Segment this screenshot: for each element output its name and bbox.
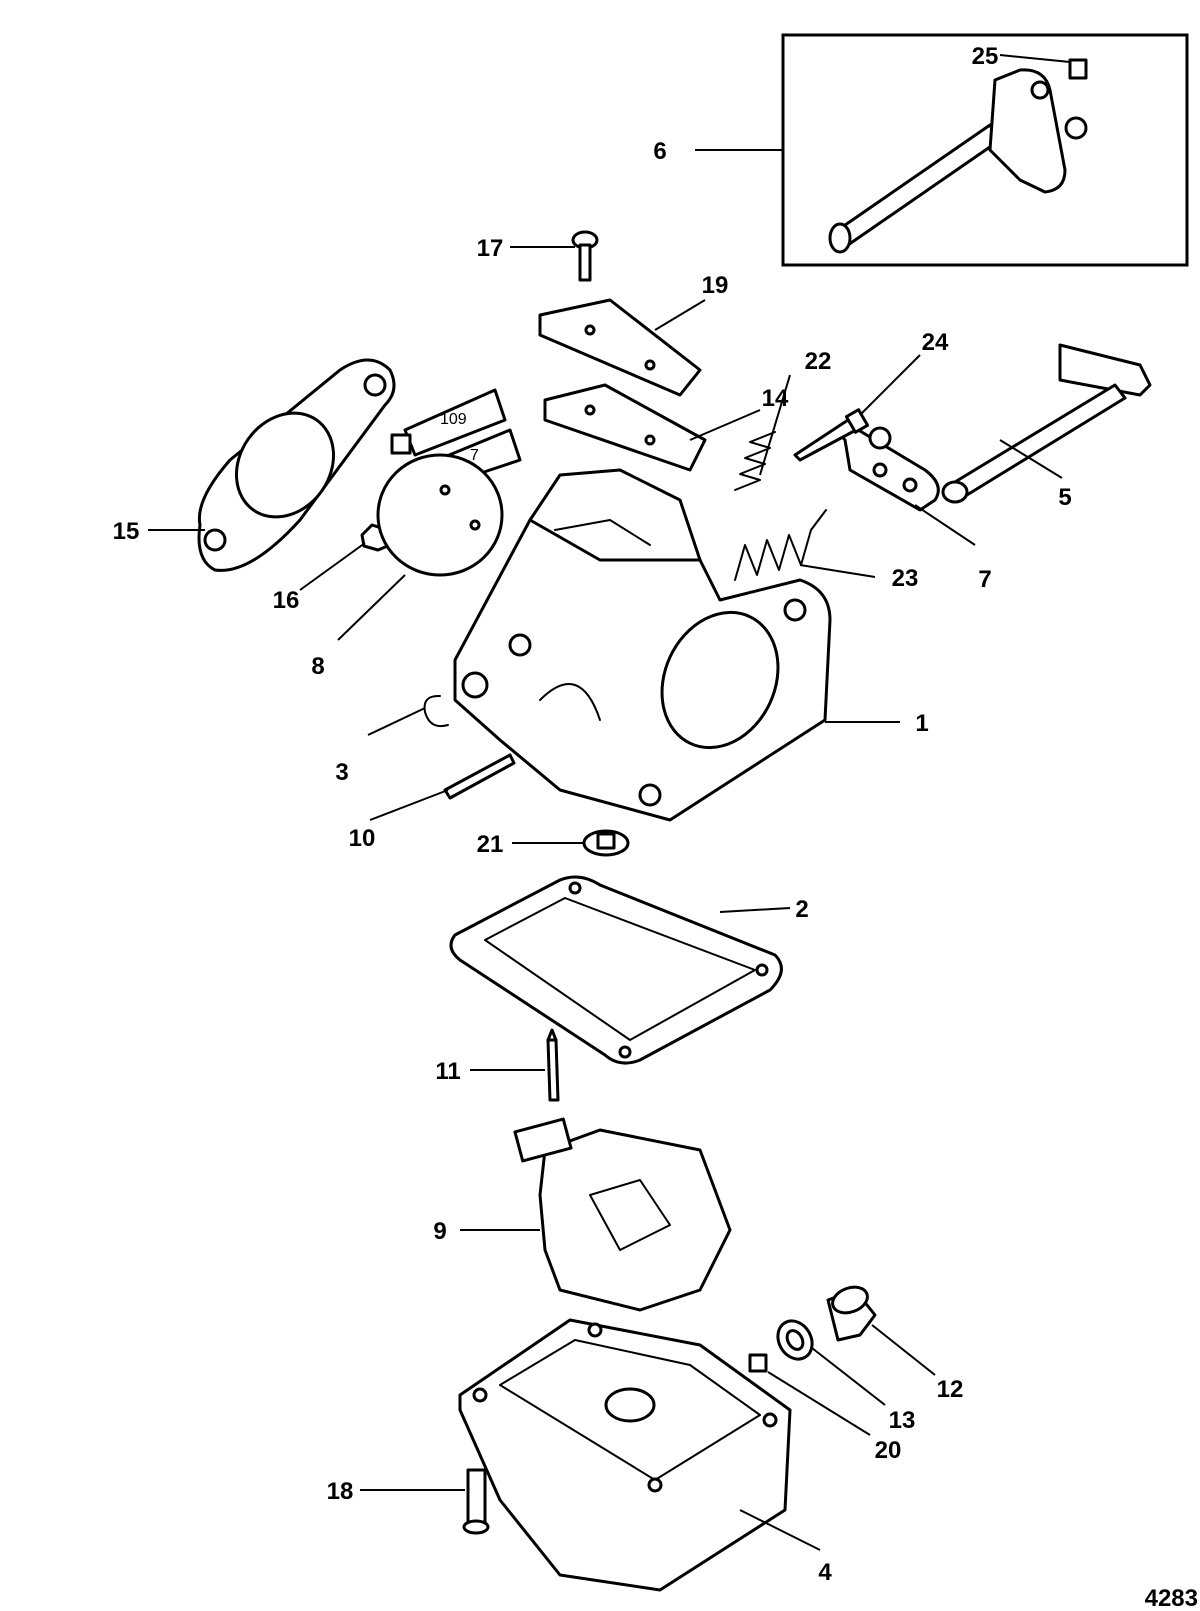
- leader-14: [689, 409, 761, 441]
- callout-19: 19: [702, 272, 729, 299]
- part-24-screw: [793, 408, 870, 462]
- callout-numbers: 1 2 3 4 5 6 7 8 9 10 11 12 13 14 15 16 1…: [113, 43, 1198, 1611]
- callout-9: 9: [433, 1218, 446, 1245]
- leader-19: [654, 299, 706, 331]
- leader-4: [739, 1509, 821, 1551]
- callout-23: 23: [892, 565, 919, 592]
- callout-4: 4: [818, 1559, 832, 1586]
- leader-23: [799, 564, 876, 578]
- callout-10: 10: [349, 825, 376, 852]
- callout-24: 24: [922, 329, 949, 356]
- callout-8: 8: [311, 653, 324, 680]
- part-7-lever: [839, 423, 940, 512]
- tube-109-label: 109: [440, 411, 467, 428]
- leader-5: [999, 439, 1063, 479]
- sealant-tube-109: 109: [390, 388, 507, 457]
- callout-5: 5: [1058, 484, 1071, 511]
- leader-7: [914, 504, 976, 546]
- tube-7-label: 7: [470, 447, 479, 464]
- part-2-gasket: [449, 875, 783, 1065]
- part-8-throttle-plate: [376, 453, 504, 577]
- callout-7: 7: [978, 566, 991, 593]
- callout-22: 22: [805, 348, 832, 375]
- part-13-washer: [776, 1319, 814, 1361]
- part-22-spring: [734, 431, 776, 491]
- callout-12: 12: [937, 1376, 964, 1403]
- figure-number: 4283: [1145, 1585, 1198, 1611]
- callout-2: 2: [795, 896, 808, 923]
- part-3-clip: [423, 694, 449, 728]
- callout-20: 20: [875, 1437, 902, 1464]
- callout-6: 6: [653, 138, 666, 165]
- callout-15: 15: [113, 518, 140, 545]
- callout-13: 13: [889, 1407, 916, 1434]
- callout-21: 21: [477, 831, 504, 858]
- part-14-plate: [543, 383, 707, 472]
- part-20-screw: [748, 1353, 768, 1373]
- part-18-bolt: [462, 1468, 490, 1535]
- leader-16: [299, 542, 366, 591]
- part-17-screw: [571, 230, 599, 282]
- part-15-gasket: [197, 358, 396, 572]
- callout-14: 14: [762, 385, 789, 412]
- leader-12: [871, 1324, 936, 1376]
- callout-1: 1: [915, 710, 928, 737]
- part-4-fuel-bowl: [458, 1318, 792, 1592]
- callout-16: 16: [273, 587, 300, 614]
- part-11-needle: [546, 1028, 560, 1102]
- callout-25: 25: [972, 43, 999, 70]
- leader-25: [999, 54, 1071, 63]
- part-23-spring: [734, 509, 827, 581]
- leader-10: [369, 789, 449, 821]
- part-10-pin: [443, 753, 516, 800]
- leader-2: [719, 907, 791, 913]
- callout-17: 17: [477, 235, 504, 262]
- callout-3: 3: [335, 759, 348, 786]
- leader-3: [367, 707, 426, 736]
- part-21-washer: [582, 829, 630, 857]
- leader-13: [811, 1347, 886, 1406]
- part-6-throttle-shaft-assembly: [781, 33, 1189, 267]
- callout-18: 18: [327, 1478, 354, 1505]
- callout-11: 11: [435, 1058, 460, 1085]
- leader-24: [859, 354, 921, 416]
- leader-lines: [148, 54, 1071, 1551]
- leader-22: [759, 374, 791, 476]
- leader-8: [337, 574, 406, 641]
- part-12-plug: [826, 1285, 877, 1342]
- part-9-float: [513, 1117, 732, 1312]
- part-5-throttle-shaft: [941, 343, 1152, 504]
- part-1-carburetor-body: [453, 468, 832, 822]
- part-19-plate: [538, 298, 702, 397]
- leader-20: [767, 1371, 871, 1436]
